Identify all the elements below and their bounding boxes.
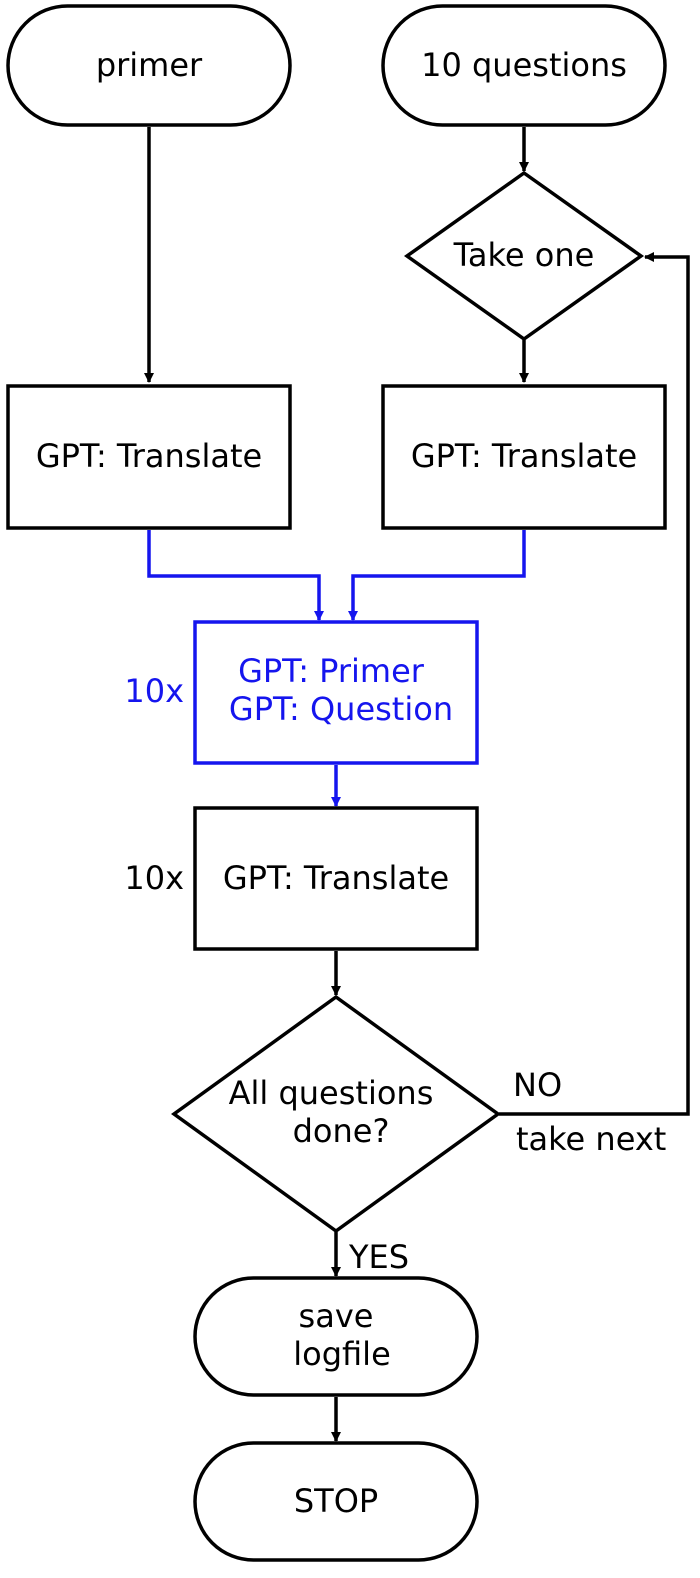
edge-translate-right-to-primer-question bbox=[348, 530, 526, 621]
all-done-line1: All questions bbox=[229, 1074, 434, 1112]
edge-translate-left-to-primer-question bbox=[147, 530, 324, 621]
no-edge-label: NO bbox=[513, 1066, 562, 1104]
save-logfile-line2: logfile bbox=[293, 1335, 391, 1373]
process-translate-left: GPT: Translate bbox=[6, 384, 292, 530]
primer-question-line1: GPT: Primer bbox=[238, 652, 425, 690]
take-next-edge-label: take next bbox=[516, 1120, 666, 1158]
stop-label: STOP bbox=[294, 1482, 378, 1520]
terminal-primer: primer bbox=[6, 4, 292, 127]
yes-edge-label: YES bbox=[348, 1238, 409, 1276]
terminal-10-questions: 10 questions bbox=[381, 4, 667, 127]
decision-take-one: Take one bbox=[403, 170, 645, 342]
primer-question-repeat-label: 10x bbox=[124, 672, 184, 710]
terminal-stop: STOP bbox=[193, 1441, 479, 1562]
translate-right-label: GPT: Translate bbox=[411, 437, 637, 475]
take-one-label: Take one bbox=[453, 236, 595, 274]
translate-left-label: GPT: Translate bbox=[36, 437, 262, 475]
translate-answers-repeat-label: 10x bbox=[124, 859, 184, 897]
edge-decision-no-loop-to-take-one bbox=[499, 252, 690, 1116]
all-done-line2: done? bbox=[293, 1112, 390, 1150]
save-logfile-line1: save bbox=[299, 1297, 374, 1335]
primer-question-line2: GPT: Question bbox=[229, 690, 453, 728]
primer-label: primer bbox=[96, 46, 203, 84]
questions-label: 10 questions bbox=[421, 46, 627, 84]
edges bbox=[144, 127, 690, 1442]
process-translate-right: GPT: Translate bbox=[381, 384, 667, 530]
translate-answers-label: GPT: Translate bbox=[223, 859, 449, 897]
process-primer-question: 10x GPT: Primer GPT: Question bbox=[124, 620, 479, 765]
decision-all-questions-done: All questions done? bbox=[171, 994, 501, 1234]
process-translate-answers: 10x GPT: Translate bbox=[124, 806, 479, 951]
terminal-save-logfile: save logfile bbox=[193, 1276, 479, 1397]
